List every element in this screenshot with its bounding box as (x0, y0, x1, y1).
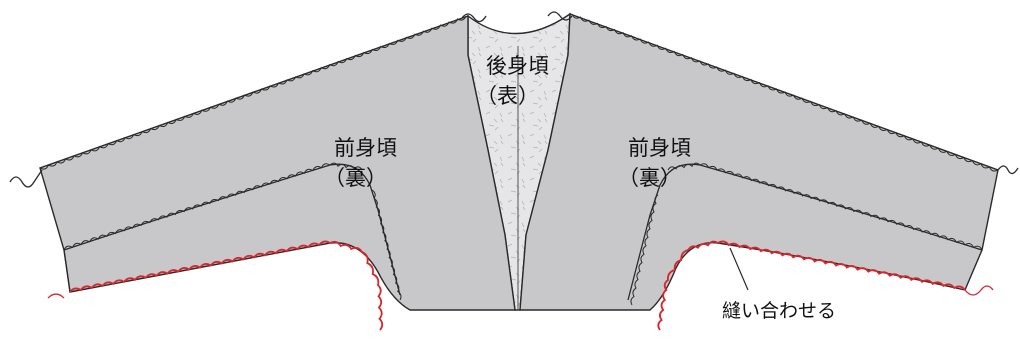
front-left-inner-edge (63, 163, 401, 296)
front-bodice-right (519, 13, 999, 311)
overlock-right-inner (667, 162, 983, 251)
tail-top-right (547, 11, 573, 21)
front-bodice-left (39, 15, 516, 311)
overlock-left-side (371, 189, 402, 301)
tail-left (9, 169, 43, 188)
tail-right (997, 165, 1019, 175)
thread-tails (9, 11, 1019, 299)
front-right-label-1: 前身頃 (628, 136, 691, 160)
front-left-label-2: （裏） (324, 166, 387, 190)
overlock-stitches (39, 13, 999, 306)
red-seam-left (69, 240, 384, 331)
overlock-left-inner (63, 162, 363, 251)
tail-red-right (964, 285, 994, 296)
front-left-label-1: 前身頃 (334, 136, 397, 160)
tail-top-left (461, 13, 487, 23)
front-left-hem-line (63, 249, 71, 293)
front-right-label-2: （裏） (618, 166, 681, 190)
red-seam-stitches (69, 240, 966, 331)
overlock-right-shoulder (571, 13, 999, 172)
overlock-right-side (630, 194, 659, 306)
tail-red-left (47, 293, 65, 299)
sew-together-leader (729, 247, 749, 291)
red-seam-right (657, 240, 966, 331)
overlock-left-shoulder (39, 15, 467, 170)
back-bodice-label-2: （表） (476, 84, 539, 108)
back-bodice-label-1: 後身頃 (486, 54, 549, 78)
sew-together-label: 縫い合わせる (722, 300, 836, 322)
